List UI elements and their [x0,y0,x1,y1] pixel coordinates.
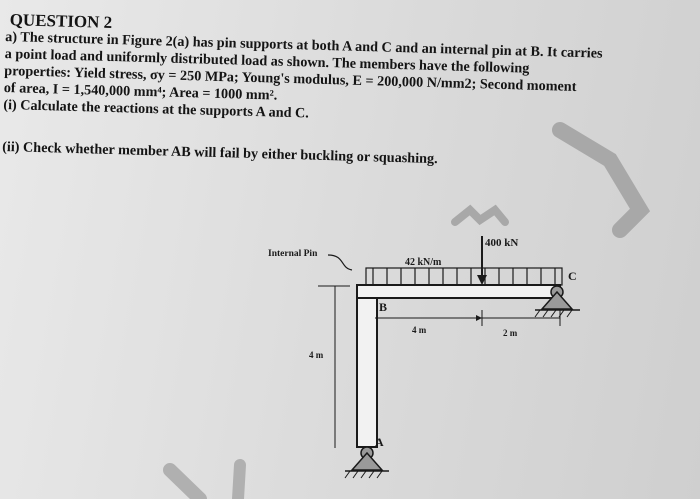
udl-arrows [372,268,556,284]
member-bc [356,284,561,299]
point-load-label: 400 kN [485,237,518,249]
udl-label: 42 kN/m [405,257,442,268]
dim-horizontal-1-label: 4 m [412,325,427,335]
support-c-triangle [540,290,574,310]
marker-stroke-bottom [232,459,246,499]
internal-pin-label: Internal Pin [268,249,318,259]
node-a-label: A [375,435,384,449]
member-ab [356,284,378,448]
support-a-triangle [350,451,384,471]
support-c-hatch [534,309,573,318]
internal-pin-pointer [327,254,353,271]
point-load-arrowhead [477,275,487,285]
marker-stroke-top [451,204,509,226]
marker-stroke-right [552,122,651,238]
dim-horizontal-2-label: 2 m [503,328,518,338]
dim-arrowhead [476,315,482,321]
marker-stroke-bottom-left [163,463,207,499]
node-b-label: B [379,300,387,314]
udl-block [365,267,563,286]
node-c-label: C [568,269,577,283]
support-a-hatch [344,470,383,479]
dim-vertical-label: 4 m [309,350,324,360]
